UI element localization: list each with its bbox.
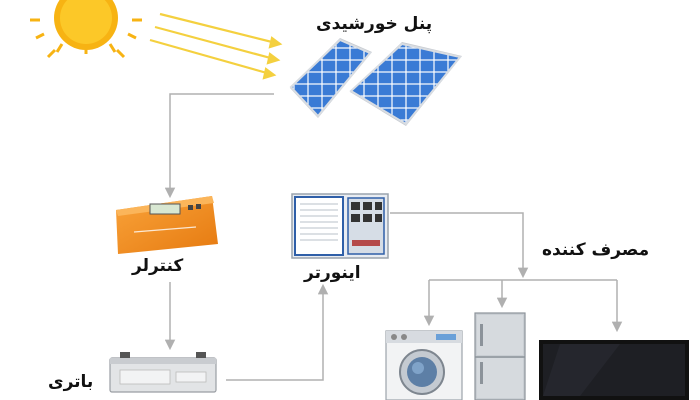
- solar-panel-icon: [289, 38, 462, 126]
- consumer-label: مصرف کننده: [542, 240, 650, 260]
- connector-inverter-to-consumer: [390, 212, 529, 279]
- inverter-label: اینورتر: [304, 263, 361, 283]
- controller-label: کنترلر: [132, 256, 184, 276]
- connector-battery-to-inverter: [226, 283, 329, 381]
- connector-lines: [164, 93, 623, 381]
- controller-icon: [116, 196, 218, 254]
- washing-machine-icon: [385, 330, 463, 400]
- battery-label: باتری: [48, 372, 94, 392]
- inverter-icon: [291, 193, 389, 259]
- refrigerator-icon: [474, 312, 526, 400]
- sun-rays-icon: [149, 12, 283, 80]
- tv-icon: [539, 340, 689, 400]
- solar-panel-label: پنل خورشیدی: [316, 14, 433, 34]
- battery-icon: [109, 352, 217, 393]
- sun-icon: [30, 0, 142, 59]
- connector-panel-to-controller: [164, 93, 274, 199]
